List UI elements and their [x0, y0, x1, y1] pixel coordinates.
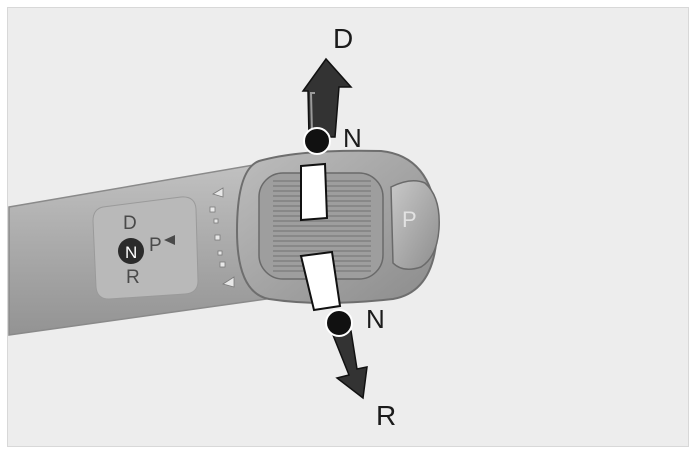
- label-reverse: R: [376, 400, 396, 431]
- label-drive: D: [333, 23, 353, 54]
- rotation-band-lower: [299, 250, 342, 312]
- neutral-marker-lower: [325, 309, 353, 337]
- p-button-label: P: [402, 207, 417, 232]
- label-neutral-upper: N: [343, 123, 362, 153]
- indicator-n-label: N: [125, 243, 137, 262]
- indicator-n-highlight: [118, 238, 144, 264]
- arrow-up-to-d: [301, 57, 353, 138]
- gear-selector-diagram: D N P R P D N: [8, 23, 440, 431]
- indicator-d-label: D: [123, 213, 137, 234]
- arrow-down-to-r: [331, 330, 368, 400]
- indicator-p-label: P: [149, 235, 162, 256]
- p-button: P: [390, 180, 440, 270]
- neutral-marker-upper: [303, 127, 331, 155]
- gear-indicator-panel: D N P R: [92, 196, 199, 300]
- rotation-band-upper: [300, 162, 329, 222]
- indicator-r-label: R: [126, 267, 140, 288]
- indicator-p-arrow: [164, 235, 175, 245]
- label-neutral-lower: N: [366, 304, 385, 334]
- knob-direction-marks: [209, 187, 235, 288]
- diagram-frame: D N P R P D N: [7, 7, 689, 447]
